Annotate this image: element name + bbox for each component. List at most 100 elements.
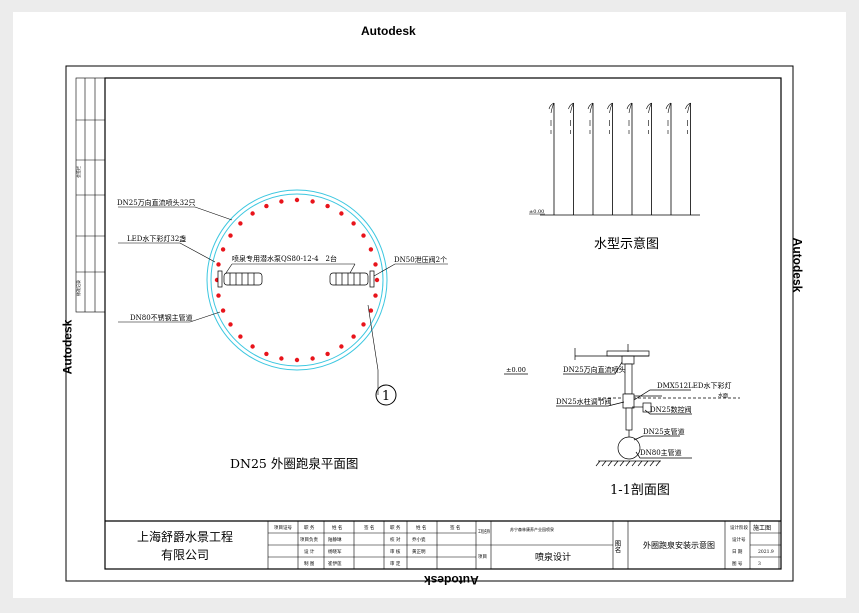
tb-r3b: 杨晓军 — [328, 548, 342, 555]
nozzle-point — [310, 356, 315, 361]
tb-item-value: 喷泉设计 — [535, 551, 571, 563]
section-label-nozzle: DN25万向直流喷头 — [563, 365, 626, 374]
nozzle-point — [264, 351, 269, 357]
plan-label-nozzle: DN25万向直流喷头32只 — [117, 198, 196, 207]
tb-r2c: 校 对 — [390, 536, 401, 543]
tb-sheet-value: 3 — [758, 561, 761, 567]
tb-date-value: 2021.9 — [758, 549, 774, 555]
tb-c3: 姓 名 — [332, 524, 342, 531]
nozzle-point — [238, 334, 243, 339]
tb-drawing-value: 外圈跑泉安装示意图 — [643, 540, 715, 550]
outer-frame — [65, 65, 794, 582]
section-elevation: ±0.00 — [506, 366, 526, 374]
water-jet — [665, 102, 672, 215]
water-jet — [548, 102, 555, 215]
plan-label-pump: 喷泉专用潜水泵QS80-12-4 2台 — [232, 254, 337, 263]
water-jets — [548, 102, 691, 215]
nozzle-point — [361, 233, 366, 238]
section-label-branch: DN25支管道 — [643, 427, 685, 436]
water-pattern: ±0.00 水型示意图 — [529, 102, 700, 252]
nozzle-point — [238, 221, 243, 226]
tb-project-label: 工程名称 — [478, 528, 490, 535]
tb-c4: 签 名 — [364, 524, 374, 531]
tb-r3c: 审 核 — [390, 548, 401, 555]
water-jet — [685, 102, 691, 215]
water-jet — [626, 102, 633, 215]
ring-outer — [206, 189, 388, 371]
section-marker-circle — [375, 384, 397, 406]
water-jet — [587, 102, 594, 215]
nozzle-point — [216, 293, 221, 298]
plan-title: DN25 外圈跑泉平面图 — [230, 456, 358, 471]
plan-view: 1 DN25万向直流喷头32只 LED水下彩灯32盏 喷泉专用潜水泵QS80-1… — [117, 189, 448, 471]
inner-frame — [104, 77, 782, 570]
water-jet — [607, 102, 613, 215]
tb-r4b: 崔伊莲 — [328, 560, 342, 567]
tb-r2b: 陆静琳 — [328, 536, 342, 543]
left-strip-label-b: 修改记录 — [75, 280, 81, 296]
nozzle-point — [220, 247, 226, 252]
plan-label-led: LED水下彩灯32盏 — [127, 234, 186, 243]
tb-no-label: 设计号 — [732, 536, 746, 543]
nozzle-point — [374, 277, 380, 283]
tb-r4a: 制 图 — [304, 560, 315, 567]
tb-date-label: 日 期 — [732, 549, 743, 555]
pump-right — [329, 270, 375, 288]
company-line1: 上海舒爵水景工程 — [137, 529, 233, 544]
tb-stage-label: 设计阶段 — [730, 524, 748, 531]
tb-stage-value: 施工图 — [753, 524, 771, 532]
left-strip — [75, 77, 106, 313]
pump-left — [217, 270, 263, 288]
nozzle-point — [250, 344, 255, 349]
section-label-main: DN80主管道 — [640, 448, 682, 457]
section-marker: 1 — [382, 389, 390, 404]
nozzle-point — [325, 203, 330, 209]
nozzle-point — [339, 344, 344, 349]
water-elevation: ±0.00 — [529, 209, 544, 215]
tb-project-value: 苏宁森林康养产业园喷泉 — [510, 526, 554, 532]
plan-label-pipe: DN80不锈钢主管道 — [130, 313, 193, 322]
nozzle-point — [264, 203, 269, 209]
section-label-control-valve: DN25数控阀 — [650, 405, 692, 414]
nozzle-point — [373, 262, 378, 267]
tb-r3d: 黄正明 — [412, 548, 426, 555]
company-line2: 有限公司 — [161, 548, 209, 562]
ring-inner — [210, 193, 384, 367]
water-jet — [646, 102, 652, 215]
tb-item-label: 项目 — [478, 554, 487, 560]
nozzle-point — [351, 221, 356, 226]
nozzle-point — [294, 357, 300, 363]
tb-c2: 职 务 — [304, 524, 315, 531]
tb-r4c: 审 定 — [390, 560, 401, 567]
watermark-top: Autodesk — [361, 24, 416, 38]
nozzle-point — [325, 351, 330, 357]
section-label-water: 水面 — [718, 392, 728, 399]
plan-leaders — [118, 206, 448, 395]
nozzle-point — [250, 211, 255, 216]
tb-c5: 职 务 — [390, 524, 401, 531]
section-label-led: DMX512LED水下彩灯 — [657, 381, 732, 390]
nozzle-point — [294, 197, 300, 203]
title-block-cells: 项目证号 职 务 姓 名 签 名 职 务 姓 名 签 名 项目负责 陆静琳 校 … — [274, 524, 460, 567]
nozzle-point — [279, 356, 284, 361]
nozzle-point — [368, 247, 374, 252]
nozzle-point — [368, 308, 374, 313]
nozzle-point — [228, 322, 233, 327]
tb-c7: 签 名 — [450, 524, 460, 531]
water-jet — [568, 102, 574, 215]
section-title: 1-1剖面图 — [610, 483, 670, 498]
tb-r2d: 乔小瓷 — [412, 536, 426, 543]
nozzle-points — [214, 197, 380, 363]
left-strip-label-a: 会签栏 — [75, 166, 81, 178]
nozzle-point — [339, 211, 344, 216]
plan-label-valve: DN50泄压阀2个 — [394, 255, 447, 264]
nozzle-point — [351, 334, 356, 339]
nozzle-point — [228, 233, 233, 238]
section-label-adjust-valve: DN25水柱调节阀 — [556, 397, 612, 406]
tb-c1: 项目证号 — [274, 524, 292, 531]
section-view — [504, 344, 740, 467]
title-block — [105, 520, 781, 569]
nozzle-point — [216, 262, 221, 267]
